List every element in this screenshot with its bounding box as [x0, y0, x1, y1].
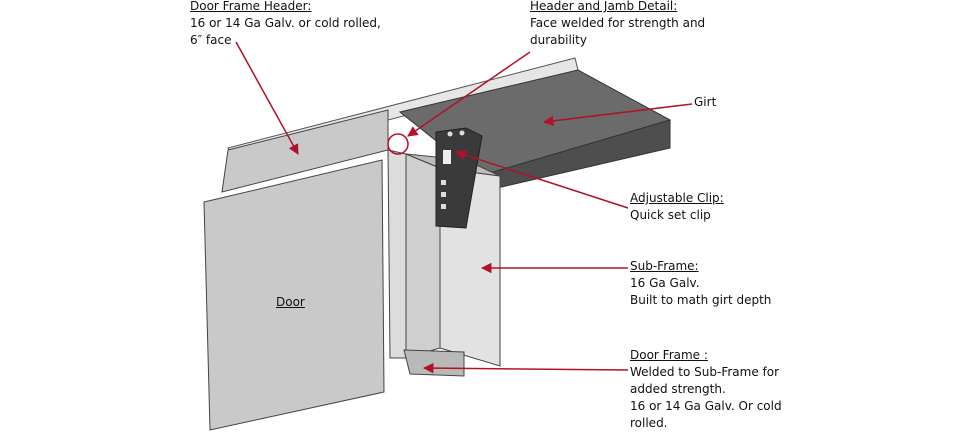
door-panel — [203, 159, 385, 431]
label-line: rolled. — [630, 416, 668, 430]
label-title: Door Frame : — [630, 348, 708, 362]
label-line: Quick set clip — [630, 208, 711, 222]
label-header-jamb-detail: Header and Jamb Detail: Face welded for … — [530, 0, 705, 49]
label-line: 6″ face — [190, 33, 232, 47]
label-title: Door — [276, 295, 305, 309]
label-line: 16 or 14 Ga Galv. or cold rolled, — [190, 16, 381, 30]
label-adjustable-clip: Adjustable Clip: Quick set clip — [630, 190, 724, 224]
arrow-door-frame-header — [235, 41, 299, 155]
label-line: Built to math girt depth — [630, 293, 772, 307]
label-door-frame-header: Door Frame Header: 16 or 14 Ga Galv. or … — [190, 0, 381, 49]
label-line: Welded to Sub-Frame for — [630, 365, 780, 379]
label-door-frame: Door Frame : Welded to Sub-Frame for add… — [630, 347, 782, 432]
door-frame-foot — [403, 349, 465, 377]
arrow-adjustable-clip — [455, 149, 629, 209]
label-line: Face welded for strength and — [530, 16, 706, 30]
label-title: Door Frame Header: — [190, 0, 312, 13]
label-door: Door — [276, 294, 305, 311]
label-title: Girt — [694, 95, 717, 109]
arrow-header-jamb — [407, 51, 531, 137]
arrow-door-frame — [422, 362, 629, 374]
jamb-inner-face — [387, 149, 407, 359]
label-line: added strength. — [630, 382, 726, 396]
label-sub-frame: Sub-Frame: 16 Ga Galv. Built to math gir… — [630, 258, 771, 309]
label-title: Header and Jamb Detail: — [530, 0, 678, 13]
arrow-girt — [542, 103, 693, 127]
label-title: Adjustable Clip: — [630, 191, 724, 205]
subframe-side — [405, 153, 441, 359]
detail-circle — [387, 133, 409, 155]
label-line: 16 or 14 Ga Galv. Or cold — [630, 399, 782, 413]
label-line: 16 Ga Galv. — [630, 276, 700, 290]
label-title: Sub-Frame: — [630, 259, 699, 273]
label-girt: Girt — [694, 94, 716, 111]
label-line: durability — [530, 33, 587, 47]
